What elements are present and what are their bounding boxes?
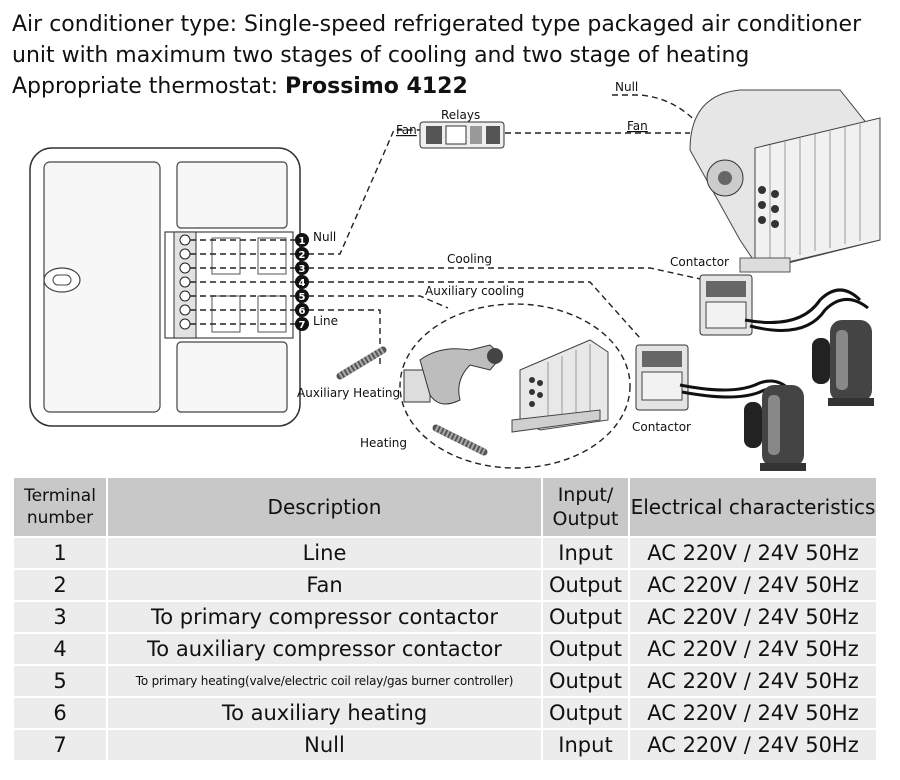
terminal-badge: 2 — [295, 247, 309, 261]
label-null-top: Null — [615, 80, 638, 94]
table-row: 4 To auxiliary compressor contactor Outp… — [14, 634, 876, 664]
label-line-terminal: Line — [313, 314, 338, 328]
contactor-bottom — [635, 344, 689, 411]
cell-electrical: AC 220V / 24V 50Hz — [630, 570, 876, 600]
cell-electrical: AC 220V / 24V 50Hz — [630, 666, 876, 696]
label-relays: Relays — [441, 108, 480, 122]
cell-electrical: AC 220V / 24V 50Hz — [630, 602, 876, 632]
svg-text:6: 6 — [299, 306, 306, 317]
svg-text:1: 1 — [299, 236, 306, 247]
electric-heater-unit — [511, 339, 609, 433]
terminal-badge: 3 — [295, 261, 309, 275]
compressor-top — [812, 320, 874, 406]
cell-io: Output — [543, 634, 628, 664]
cell-terminal-number: 3 — [14, 602, 106, 632]
cell-io: Output — [543, 698, 628, 728]
cell-terminal-number: 4 — [14, 634, 106, 664]
title-line-2: unit with maximum two stages of cooling … — [12, 43, 750, 68]
title-line-1: Air conditioner type: Single-speed refri… — [12, 12, 862, 37]
compressor-bottom — [744, 385, 806, 471]
table-row: 6 To auxiliary heating Output AC 220V / … — [14, 698, 876, 728]
cell-description: Null — [108, 730, 541, 760]
terminal-badge: 4 — [295, 275, 309, 289]
cell-description: Fan — [108, 570, 541, 600]
label-aux-cooling: Auxiliary cooling — [425, 284, 524, 298]
cell-description: To primary compressor contactor — [108, 602, 541, 632]
thermostat-model: Prossimo 4122 — [285, 74, 468, 99]
label-heating: Heating — [360, 436, 407, 450]
label-null-terminal: Null — [313, 230, 336, 244]
air-handler-unit — [689, 89, 881, 273]
cell-terminal-number: 1 — [14, 538, 106, 568]
cell-electrical: AC 220V / 24V 50Hz — [630, 698, 876, 728]
table-row: 7 Null Input AC 220V / 24V 50Hz — [14, 730, 876, 760]
cell-io: Input — [543, 730, 628, 760]
terminal-badge: 1 — [295, 233, 309, 247]
svg-text:2: 2 — [299, 250, 306, 261]
col-header-terminal: Terminal number — [14, 478, 106, 536]
cell-io: Output — [543, 666, 628, 696]
thermostat-line: Appropriate thermostat: Prossimo 4122 — [12, 72, 468, 102]
label-fan-right: Fan — [627, 119, 648, 133]
terminal-wires — [190, 94, 731, 469]
relay-block — [419, 121, 505, 149]
cell-electrical: AC 220V / 24V 50Hz — [630, 730, 876, 760]
terminal-badge: 5 — [295, 289, 309, 303]
cell-io: Output — [543, 602, 628, 632]
label-fan-left: Fan — [396, 123, 417, 137]
cell-terminal-number: 2 — [14, 570, 106, 600]
cell-electrical: AC 220V / 24V 50Hz — [630, 634, 876, 664]
table-row: 1 Line Input AC 220V / 24V 50Hz — [14, 538, 876, 568]
auxiliary-heating-coil — [336, 346, 387, 380]
cell-description: To primary heating(valve/electric coil r… — [108, 666, 541, 696]
terminal-badge: 6 — [295, 303, 309, 317]
col-header-electrical: Electrical characteristics — [630, 478, 876, 536]
terminal-badge: 7 — [295, 317, 309, 331]
gas-burner — [403, 344, 503, 405]
thermostat-label: Appropriate thermostat: — [12, 74, 286, 99]
cell-io: Output — [543, 570, 628, 600]
cell-terminal-number: 7 — [14, 730, 106, 760]
label-contactor-bottom: Contactor — [632, 420, 691, 434]
label-aux-heating: Auxiliary Heating — [297, 386, 400, 400]
cell-description: To auxiliary compressor contactor — [108, 634, 541, 664]
cell-terminal-number: 6 — [14, 698, 106, 728]
cell-description: Line — [108, 538, 541, 568]
terminal-table: Terminal number Description Input/ Outpu… — [12, 476, 878, 762]
cell-io: Input — [543, 538, 628, 568]
svg-text:3: 3 — [299, 264, 306, 275]
thermostat-illustration — [29, 147, 301, 427]
col-header-description: Description — [108, 478, 541, 536]
table-header-row: Terminal number Description Input/ Outpu… — [14, 478, 876, 536]
table-row: 2 Fan Output AC 220V / 24V 50Hz — [14, 570, 876, 600]
cell-electrical: AC 220V / 24V 50Hz — [630, 538, 876, 568]
wiring-diagram: 1 2 3 4 5 6 7 — [29, 80, 881, 471]
cell-description: To auxiliary heating — [108, 698, 541, 728]
label-contactor-top: Contactor — [670, 255, 729, 269]
cell-terminal-number: 5 — [14, 666, 106, 696]
terminal-badges: 1 2 3 4 5 6 7 — [295, 233, 309, 331]
svg-text:4: 4 — [299, 278, 306, 289]
svg-text:7: 7 — [299, 320, 306, 331]
heating-coil — [432, 424, 488, 456]
col-header-io: Input/ Output — [543, 478, 628, 536]
contactor-top — [699, 274, 753, 336]
compressor-cables — [679, 288, 869, 400]
label-cooling: Cooling — [447, 252, 492, 266]
table-row: 3 To primary compressor contactor Output… — [14, 602, 876, 632]
svg-text:5: 5 — [299, 292, 306, 303]
table-row: 5 To primary heating(valve/electric coil… — [14, 666, 876, 696]
